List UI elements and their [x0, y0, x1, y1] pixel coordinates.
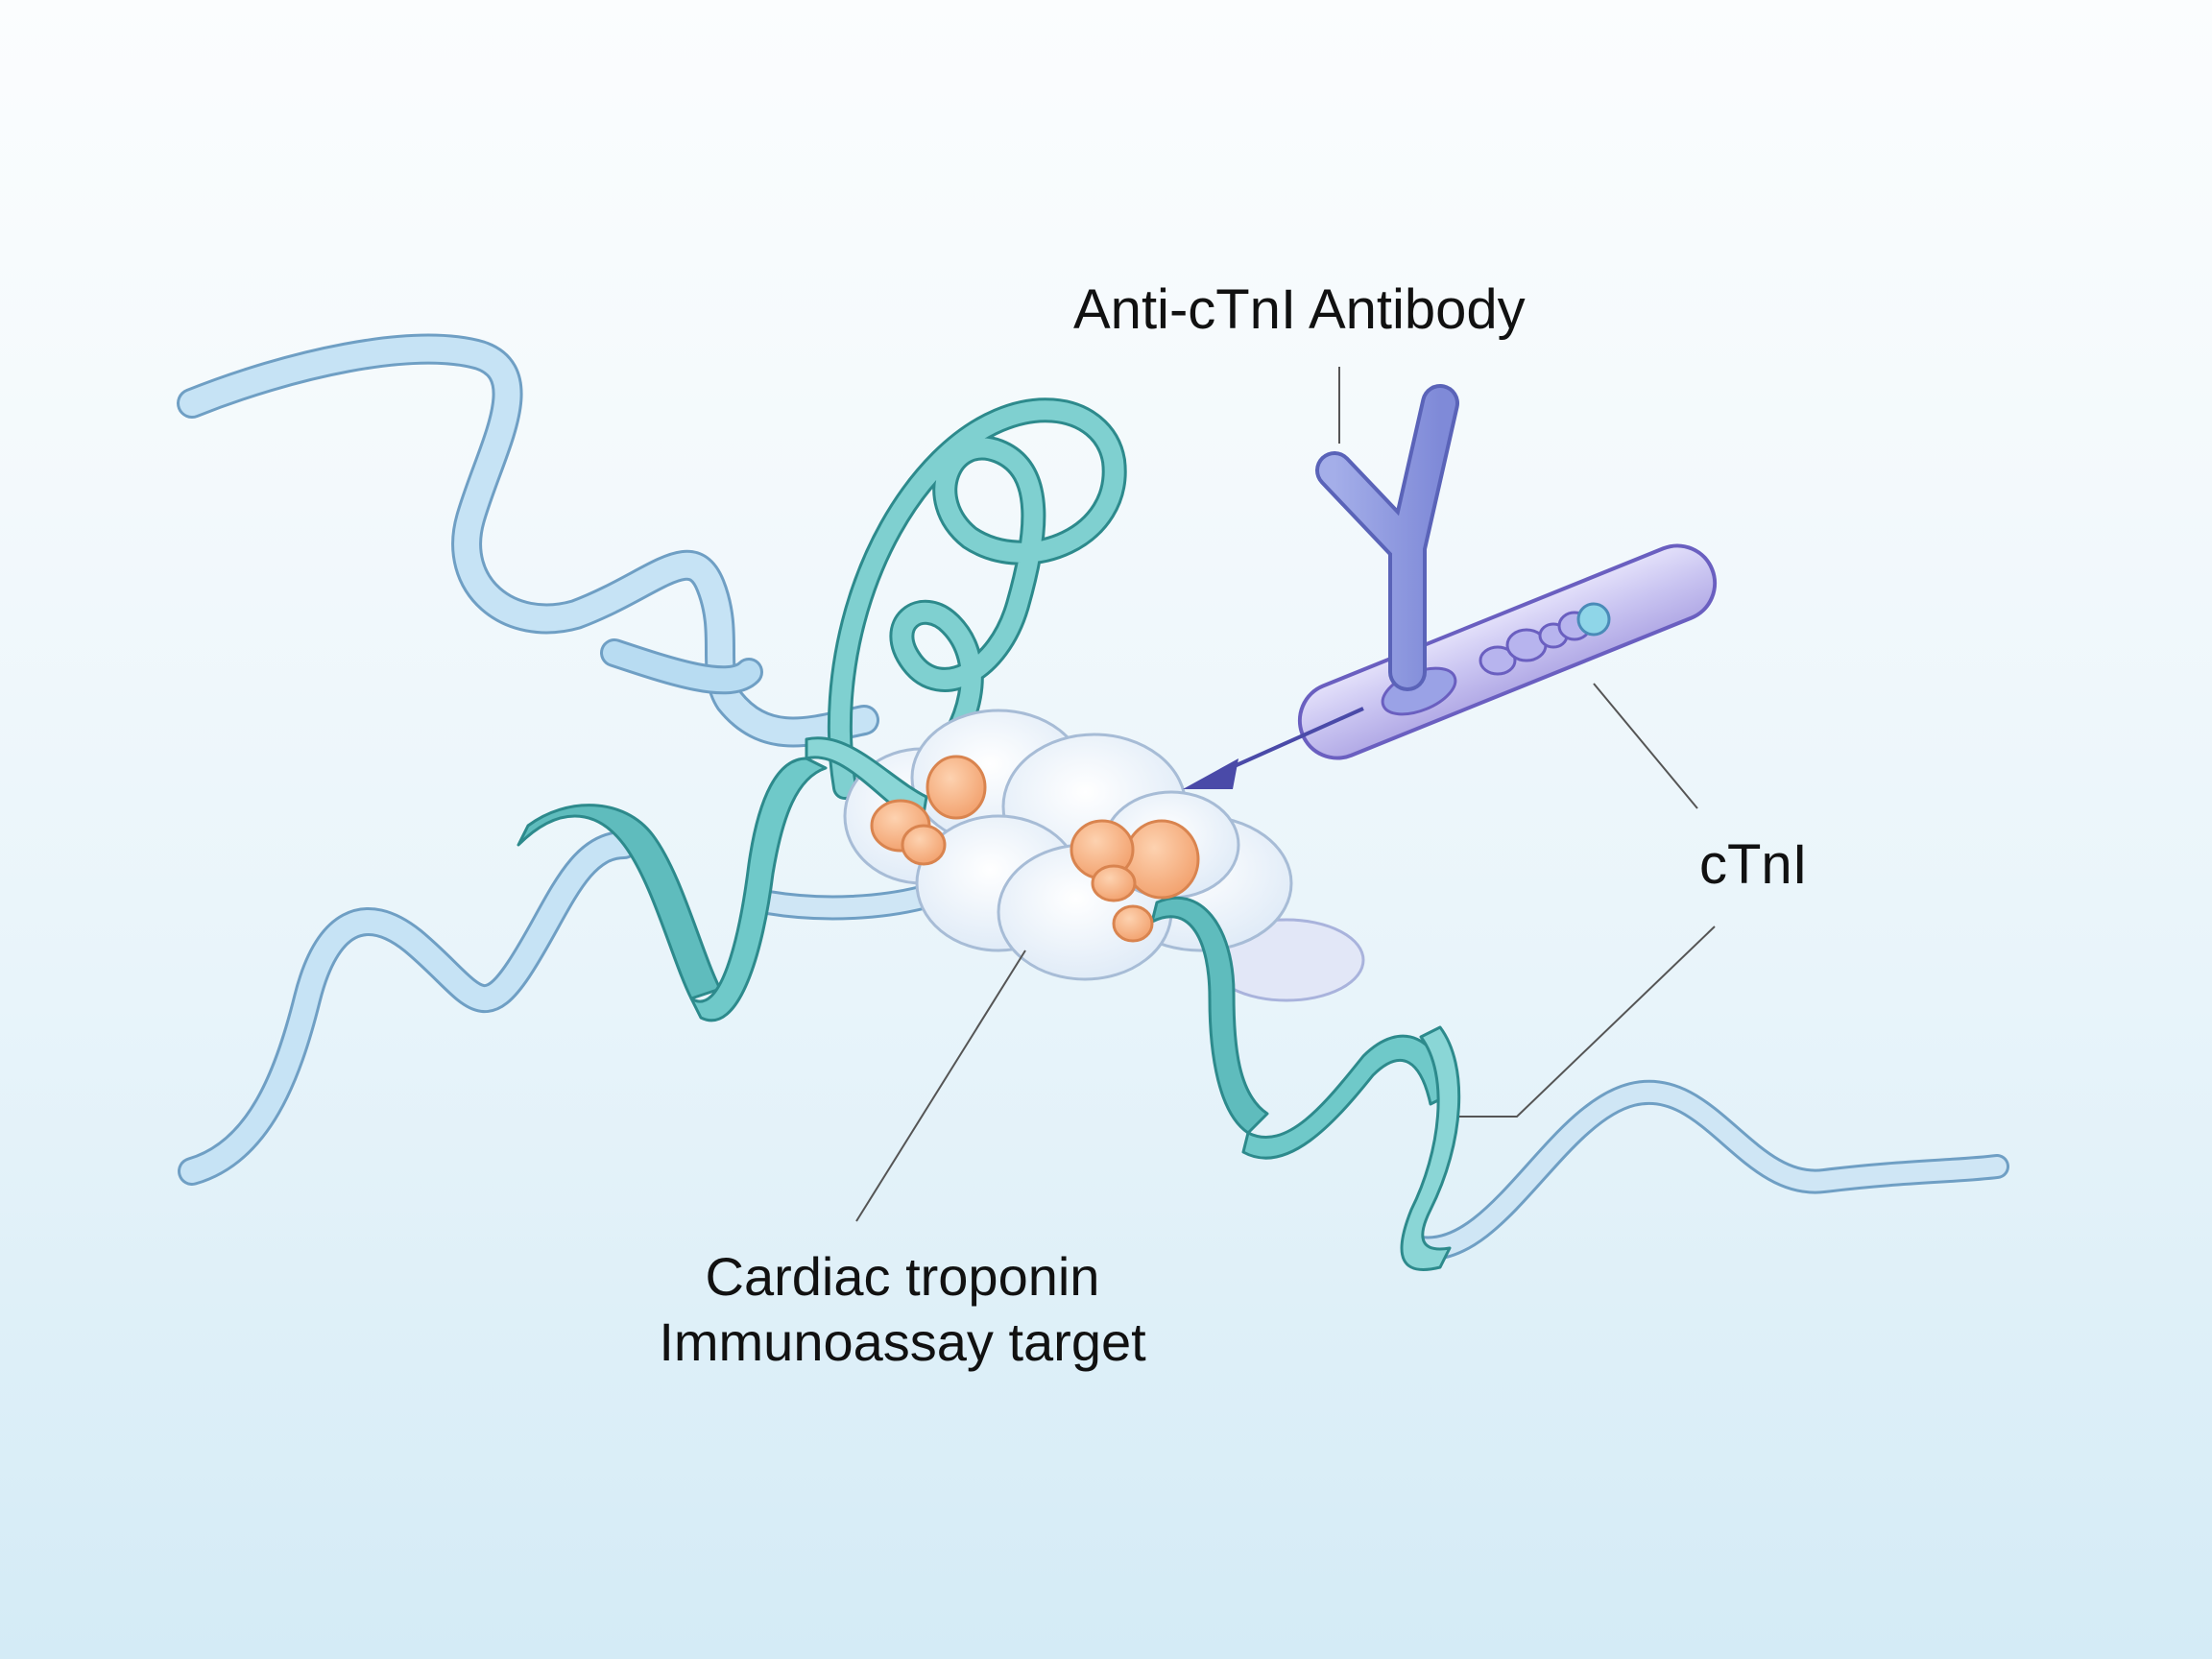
ctni-rod: [1297, 543, 1718, 760]
target-label-line-2: Immunoassay target: [659, 1311, 1146, 1373]
light-ribbon-right: [1408, 1079, 2009, 1262]
target-label-line-1: Cardiac troponin: [705, 1246, 1100, 1307]
target-label: Cardiac troponin Immunoassay target: [595, 1244, 1210, 1376]
teal-helix-right: [1150, 896, 1461, 1271]
ctni-rod-leader-line: [1593, 683, 1698, 809]
binding-site-right: [1070, 819, 1200, 943]
rod-epitope-beads: [1381, 602, 1611, 716]
leader-lines: [855, 367, 1716, 1222]
antibody-label: Anti-cTnI Antibody: [1073, 278, 1526, 341]
binding-arrow: [1183, 707, 1364, 789]
light-ribbon-upper: [177, 333, 879, 748]
ctni-ribbon-leader-line: [1459, 926, 1716, 1118]
teal-coil-loops: [827, 397, 1127, 800]
binding-site-left: [870, 755, 987, 866]
antibody-y: [1315, 384, 1459, 691]
target-leader-line: [855, 950, 1026, 1222]
light-ribbon-left: [178, 830, 934, 1186]
ctni-label: cTnI: [1699, 833, 1808, 896]
